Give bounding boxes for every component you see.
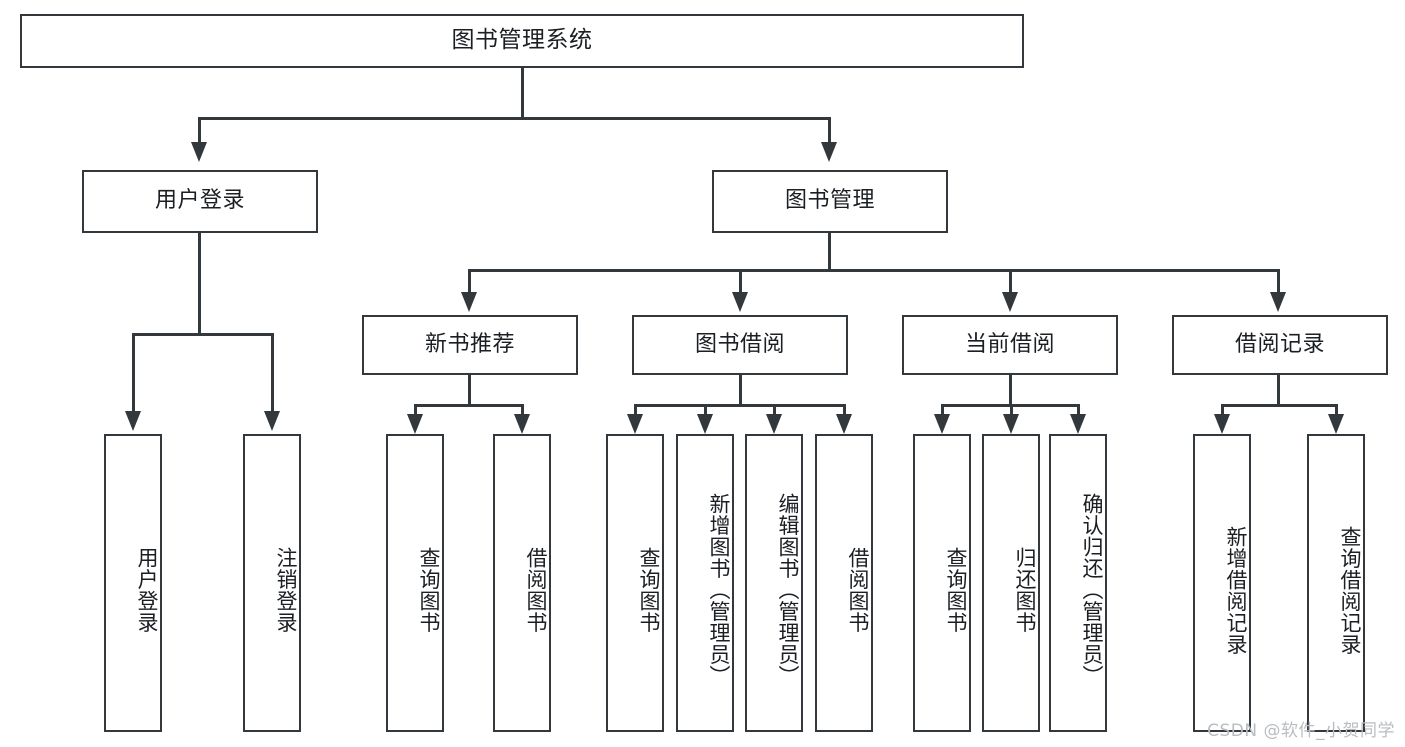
arrowhead-to-leaf-user-login: [125, 411, 141, 431]
arrowhead-to-leaf-query-book-3: [934, 414, 950, 434]
node-label: 归还图书: [1013, 547, 1037, 633]
connector-to-leaf-query-record: [1335, 404, 1338, 416]
node-label: 用户登录: [154, 188, 245, 214]
node-book-borrow[interactable]: 图书借阅: [632, 315, 848, 375]
arrowhead-to-book-borrow: [732, 292, 748, 312]
connector-borrow-record-stem: [1277, 375, 1280, 406]
node-leaf-confirm-return[interactable]: 确认归还（管理员）: [1049, 434, 1107, 732]
node-label: 图书借阅: [694, 331, 785, 357]
node-leaf-return-book[interactable]: 归还图书: [982, 434, 1040, 732]
arrowhead-to-leaf-add-book: [697, 414, 713, 434]
node-label: 借阅图书: [524, 547, 548, 633]
arrowhead-to-leaf-user-logout: [264, 411, 280, 431]
node-label: 编辑图书（管理员）: [776, 493, 800, 687]
node-leaf-query-record[interactable]: 查询借阅记录: [1307, 434, 1365, 732]
connector-to-leaf-add-book: [704, 404, 707, 416]
node-label: 借阅记录: [1234, 331, 1325, 357]
node-borrow-record[interactable]: 借阅记录: [1172, 315, 1388, 375]
connector-current-borrow-stem: [1009, 375, 1012, 406]
node-label: 查询借阅记录: [1338, 525, 1362, 655]
node-book-manage[interactable]: 图书管理: [712, 170, 948, 233]
csdn-watermark: CSDN @软件_小贺同学: [1207, 721, 1395, 741]
arrowhead-to-current-borrow: [1002, 292, 1018, 312]
node-label: 查询图书: [944, 547, 968, 633]
arrowhead-to-borrow-record: [1270, 292, 1286, 312]
arrowhead-to-user-login: [191, 142, 207, 162]
node-leaf-query-book-2[interactable]: 查询图书: [606, 434, 664, 732]
connector-user-login-stem: [198, 233, 201, 335]
node-label: 当前借阅: [964, 331, 1055, 357]
arrowhead-to-leaf-query-record: [1328, 414, 1344, 434]
arrowhead-to-leaf-confirm-return: [1070, 414, 1086, 434]
node-label: 图书管理: [784, 188, 875, 214]
connector-level3-bus: [468, 269, 1280, 272]
node-label: 图书管理系统: [451, 27, 593, 54]
connector-to-leaf-add-record: [1221, 404, 1224, 416]
arrowhead-to-leaf-query-book-2: [627, 414, 643, 434]
connector-to-leaf-user-login: [132, 333, 135, 413]
connector-to-leaf-query-book-3: [941, 404, 944, 416]
connector-level2-bus: [198, 117, 830, 120]
node-label: 新增借阅记录: [1224, 525, 1248, 655]
connector-book-borrow-bus: [634, 404, 846, 407]
node-leaf-borrow-book-2[interactable]: 借阅图书: [815, 434, 873, 732]
connector-root-stem: [521, 68, 524, 119]
arrowhead-to-leaf-borrow-book-2: [836, 414, 852, 434]
connector-to-borrow-record: [1277, 269, 1280, 297]
connector-to-leaf-borrow-book-2: [843, 404, 846, 416]
connector-borrow-record-bus: [1221, 404, 1338, 407]
node-leaf-query-book-1[interactable]: 查询图书: [386, 434, 444, 732]
node-leaf-user-logout[interactable]: 注销登录: [243, 434, 301, 732]
node-leaf-user-login[interactable]: 用户登录: [104, 434, 162, 732]
node-new-book-recommend[interactable]: 新书推荐: [362, 315, 578, 375]
node-label: 新书推荐: [424, 331, 515, 357]
node-current-borrow[interactable]: 当前借阅: [902, 315, 1118, 375]
node-label: 借阅图书: [846, 547, 870, 633]
node-label: 新增图书（管理员）: [707, 493, 731, 687]
connector-book-manage-stem: [828, 233, 831, 271]
connector-to-leaf-return-book: [1010, 404, 1013, 416]
connector-to-book-borrow: [739, 269, 742, 297]
connector-user-login-bus: [132, 333, 274, 336]
arrowhead-to-leaf-return-book: [1003, 414, 1019, 434]
node-leaf-edit-book[interactable]: 编辑图书（管理员）: [745, 434, 803, 732]
arrowhead-to-book-manage: [821, 142, 837, 162]
node-user-login[interactable]: 用户登录: [82, 170, 318, 233]
arrowhead-to-leaf-borrow-book-1: [514, 414, 530, 434]
arrowhead-to-new-book-recommend: [461, 292, 477, 312]
connector-to-leaf-query-book-1: [414, 404, 417, 416]
node-label: 注销登录: [274, 547, 298, 633]
connector-to-leaf-edit-book: [773, 404, 776, 416]
connector-to-leaf-confirm-return: [1077, 404, 1080, 416]
connector-to-leaf-user-logout: [271, 333, 274, 413]
node-label: 查询图书: [417, 547, 441, 633]
connector-to-book-manage: [828, 117, 831, 144]
connector-new-book-recommend-bus: [414, 404, 524, 407]
node-label: 用户登录: [135, 547, 159, 633]
connector-to-leaf-borrow-book-1: [521, 404, 524, 416]
node-leaf-borrow-book-1[interactable]: 借阅图书: [493, 434, 551, 732]
connector-new-book-recommend-stem: [468, 375, 471, 406]
connector-to-new-book-recommend: [468, 269, 471, 297]
node-leaf-query-book-3[interactable]: 查询图书: [913, 434, 971, 732]
connector-to-leaf-query-book-2: [634, 404, 637, 416]
node-leaf-add-book[interactable]: 新增图书（管理员）: [676, 434, 734, 732]
connector-to-current-borrow: [1009, 269, 1012, 297]
connector-book-borrow-stem: [739, 375, 742, 406]
node-label: 查询图书: [637, 547, 661, 633]
node-leaf-add-record[interactable]: 新增借阅记录: [1193, 434, 1251, 732]
node-root-system[interactable]: 图书管理系统: [20, 14, 1024, 68]
arrowhead-to-leaf-add-record: [1214, 414, 1230, 434]
arrowhead-to-leaf-edit-book: [766, 414, 782, 434]
node-label: 确认归还（管理员）: [1080, 493, 1104, 687]
arrowhead-to-leaf-query-book-1: [407, 414, 423, 434]
connector-to-user-login: [198, 117, 201, 144]
